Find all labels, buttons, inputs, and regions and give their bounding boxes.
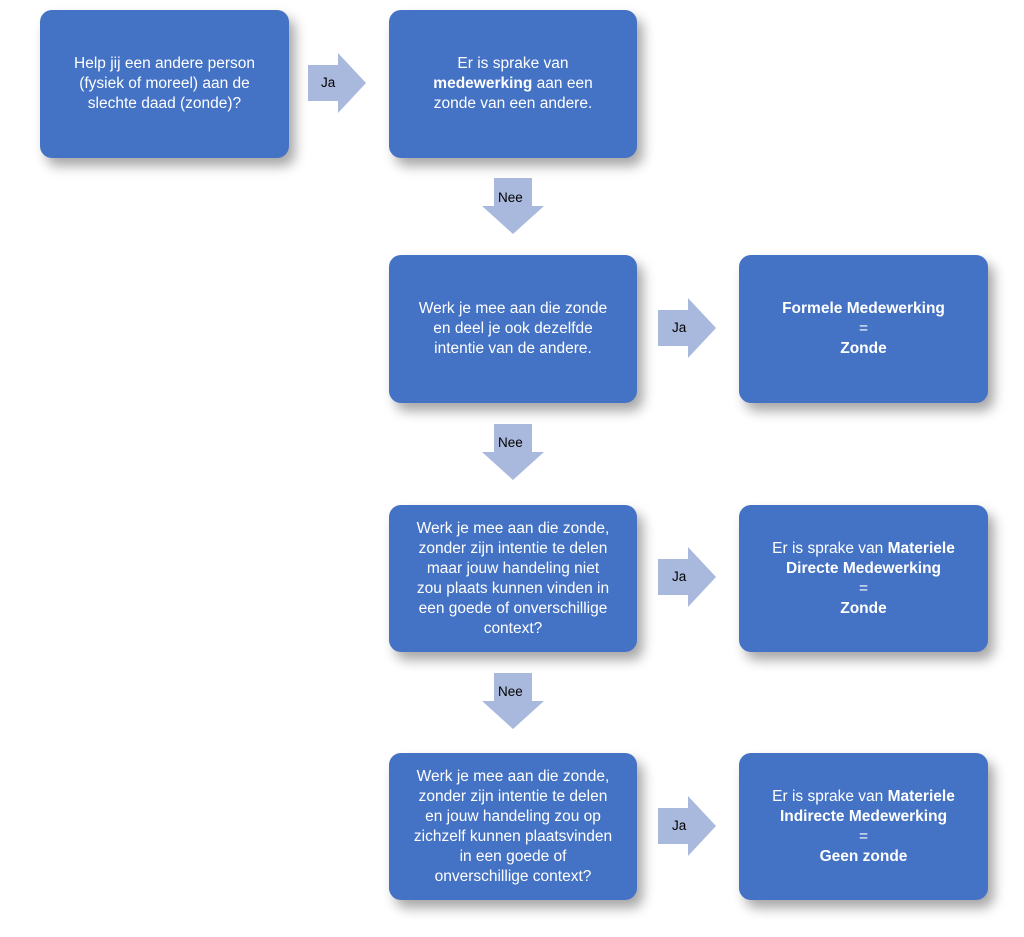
box-text-line: Werk je mee aan die zonde, [416, 519, 610, 537]
right-arrow-icon [658, 796, 716, 856]
box-text-line: = [858, 827, 869, 845]
arrow-label: Nee [498, 190, 523, 205]
down-arrow-icon [482, 673, 544, 729]
box-text-line: = [858, 320, 869, 337]
box-text-line: onverschillige context? [434, 867, 592, 885]
question-help-other-box: Help jij een andere person (fysiek of mo… [40, 10, 289, 158]
yes-arrow-1: Ja [308, 53, 366, 113]
box-text-bold: Indirecte Medewerking [779, 807, 948, 825]
arrow-label: Ja [672, 818, 687, 833]
box-text-bold: Materiele [887, 787, 955, 805]
question-indirect-material-box: Werk je mee aan die zonde, zonder zijn i… [389, 753, 637, 900]
box-text-line: aan een [532, 75, 593, 92]
arrow-label: Ja [672, 569, 687, 584]
right-arrow-icon [658, 298, 716, 358]
no-arrow-3: Nee [482, 673, 544, 729]
box-text-line: en jouw handeling zou op [425, 807, 601, 825]
box-text-line: maar jouw handeling niet [426, 559, 600, 577]
result-formal-cooperation-box: Formele Medewerking = Zonde [739, 255, 988, 403]
no-arrow-1: Nee [482, 178, 544, 234]
box-text-bold: Formele Medewerking [782, 300, 945, 317]
box-text-bold: medewerking [433, 75, 533, 92]
yes-arrow-3: Ja [658, 547, 716, 607]
box-text-line: zichzelf kunnen plaatsvinden [413, 827, 613, 845]
box-text-line: intentie van de andere. [434, 340, 592, 357]
box-text-line: (fysiek of moreel) aan de [79, 75, 250, 92]
arrow-label: Nee [498, 435, 523, 450]
box-text-line: slechte daad (zonde)? [87, 95, 242, 112]
result-cooperation-box: Er is sprake van medewerking aan een zon… [389, 10, 637, 158]
box-text-line: Help jij een andere person [74, 55, 255, 72]
box-text-line: Werk je mee aan die zonde [418, 300, 608, 317]
down-arrow-icon [482, 424, 544, 480]
box-text-line: in een goede of [459, 847, 567, 865]
box-text-line: Er is sprake van [457, 55, 569, 72]
box-text-line: Werk je mee aan die zonde, [416, 767, 610, 785]
box-text-line: zonder zijn intentie te delen [418, 787, 608, 805]
no-arrow-2: Nee [482, 424, 544, 480]
yes-arrow-2: Ja [658, 298, 716, 358]
right-arrow-icon [658, 547, 716, 607]
result-material-direct-box: Er is sprake van Materiele Directe Medew… [739, 505, 988, 652]
box-text-line: Er is sprake van [772, 539, 888, 557]
box-text-line: zou plaats kunnen vinden in [416, 579, 610, 597]
box-text-bold: Zonde [840, 599, 887, 617]
box-text-bold: Zonde [840, 340, 887, 357]
down-arrow-icon [482, 178, 544, 234]
arrow-label: Nee [498, 684, 523, 699]
result-material-indirect-box: Er is sprake van Materiele Indirecte Med… [739, 753, 988, 900]
box-text-bold: Geen zonde [819, 847, 908, 865]
box-text-line: context? [483, 619, 543, 637]
box-text-bold: Directe Medewerking [785, 559, 942, 577]
arrow-label: Ja [321, 75, 336, 90]
question-share-intention-box: Werk je mee aan die zonde en deel je ook… [389, 255, 637, 403]
box-text-line: zonde van een andere. [433, 95, 593, 112]
box-text-line: een goede of onverschillige [418, 599, 608, 617]
right-arrow-icon [308, 53, 366, 113]
box-text-line: = [858, 579, 869, 597]
box-text-line: en deel je ook dezelfde [433, 320, 593, 337]
arrow-label: Ja [672, 320, 687, 335]
box-text-bold: Materiele [887, 539, 955, 557]
box-text-line: zonder zijn intentie te delen [418, 539, 608, 557]
question-direct-material-box: Werk je mee aan die zonde, zonder zijn i… [389, 505, 637, 652]
yes-arrow-4: Ja [658, 796, 716, 856]
box-text-line: Er is sprake van [772, 787, 888, 805]
